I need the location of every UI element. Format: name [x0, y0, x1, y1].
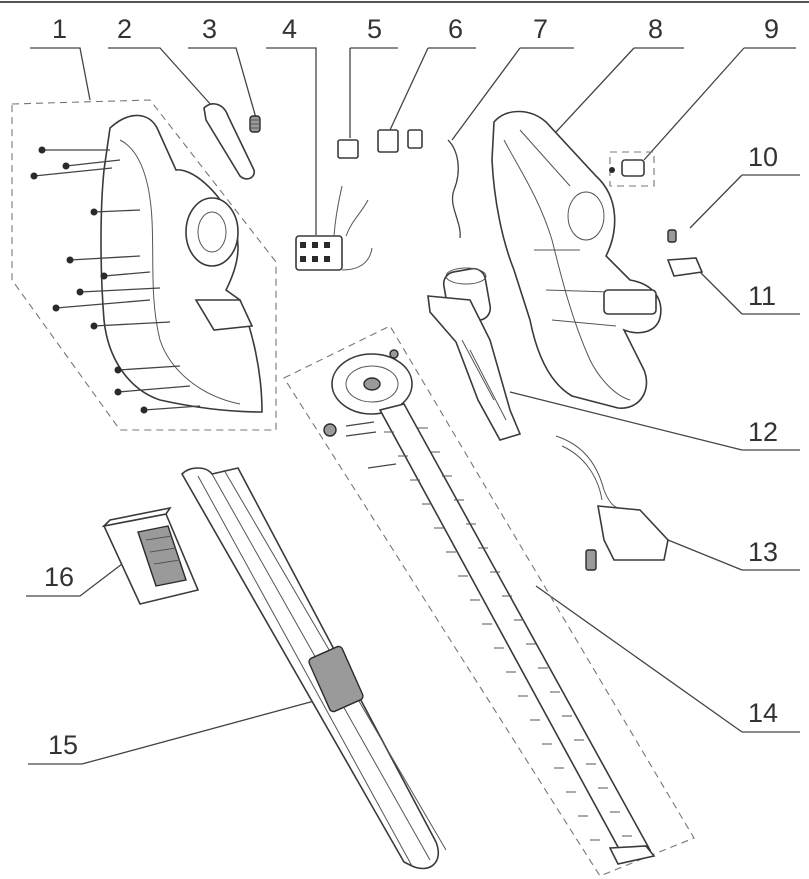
leader-line-7: [451, 47, 574, 141]
leader-line-10: [689, 174, 800, 229]
part-8-right-housing: [491, 110, 662, 409]
blade-tip: [608, 845, 656, 865]
callout-label-15: 15: [48, 730, 78, 760]
leader-line-16: [26, 563, 123, 597]
leader-line-2: [108, 47, 213, 107]
callout-15: 15: [28, 693, 341, 765]
callout-label-11: 11: [748, 281, 776, 311]
callout-label-1: 1: [52, 14, 67, 44]
housing-clip: [194, 299, 254, 331]
callout-12: 12: [509, 391, 800, 451]
leader-line-12: [509, 391, 800, 451]
part-16-battery: [101, 506, 200, 605]
housing-boss: [185, 197, 239, 267]
blade-dashed-boundary: [283, 325, 695, 877]
callout-label-13: 13: [748, 537, 778, 567]
callout-10: 10: [689, 142, 800, 229]
housing-screws: [30, 146, 201, 414]
housing-dashed-boundary: [11, 99, 277, 431]
part-11-bracket: [666, 257, 704, 277]
callout-7: 7: [451, 14, 574, 141]
leader-line-6: [389, 47, 476, 131]
part-12-motor: [427, 267, 522, 441]
leader-line-5: [349, 47, 398, 138]
callout-label-4: 4: [282, 14, 297, 44]
callout-label-2: 2: [117, 14, 132, 44]
leader-line-8: [555, 47, 684, 133]
callout-6: 6: [389, 14, 476, 131]
callout-label-9: 9: [764, 14, 779, 44]
part-7-wire-clip: [447, 139, 461, 239]
part-5-terminal: [337, 139, 359, 159]
callout-label-6: 6: [448, 14, 463, 44]
callout-label-5: 5: [367, 14, 382, 44]
callout-14: 14: [535, 585, 800, 733]
part-10-spring: [667, 229, 677, 243]
blade-bar: [378, 403, 652, 859]
callout-1: 1: [30, 14, 91, 101]
callout-3: 3: [188, 14, 257, 119]
callout-2: 2: [108, 14, 213, 107]
leader-line-4: [266, 47, 317, 235]
part-6-terminals: [377, 129, 423, 153]
housing-shell: [100, 114, 263, 413]
housing-inner-edge: [119, 139, 241, 405]
blade-cover-label: [308, 645, 364, 713]
part-2-trigger: [203, 103, 256, 180]
leader-line-1: [30, 47, 91, 101]
callout-label-7: 7: [533, 14, 548, 44]
callout-label-16: 16: [44, 562, 74, 592]
callout-label-12: 12: [748, 417, 778, 447]
part-15-blade-cover: [181, 467, 447, 870]
callout-label-8: 8: [648, 14, 663, 44]
callout-8: 8: [555, 14, 684, 133]
part-3-spring: [249, 115, 261, 133]
callout-9: 9: [643, 14, 796, 161]
part-4-switch: [295, 185, 373, 271]
callout-5: 5: [349, 14, 398, 138]
callout-11: 11: [699, 271, 800, 315]
callout-4: 4: [266, 14, 317, 235]
leader-line-13: [667, 539, 800, 571]
leader-line-15: [28, 693, 341, 765]
leader-line-9: [643, 47, 796, 161]
part-1-left-housing: [11, 99, 277, 431]
leader-line-14: [535, 585, 800, 733]
part-14-blade-assembly: [283, 325, 695, 877]
callout-13: 13: [667, 537, 800, 571]
callout-16: 16: [26, 562, 123, 597]
leader-line-3: [188, 47, 257, 119]
callout-label-14: 14: [748, 698, 778, 728]
blade-teeth: [384, 427, 632, 841]
callout-label-3: 3: [202, 14, 217, 44]
leader-line-11: [699, 271, 800, 315]
part-9-lock: [609, 151, 655, 187]
housing-boss-inner: [197, 211, 227, 253]
part-13-battery-contact: [555, 435, 669, 571]
callouts: 1 2 3 4 5 6 7 8: [26, 14, 800, 765]
blade-pins: [323, 349, 399, 469]
callout-label-10: 10: [748, 142, 778, 172]
